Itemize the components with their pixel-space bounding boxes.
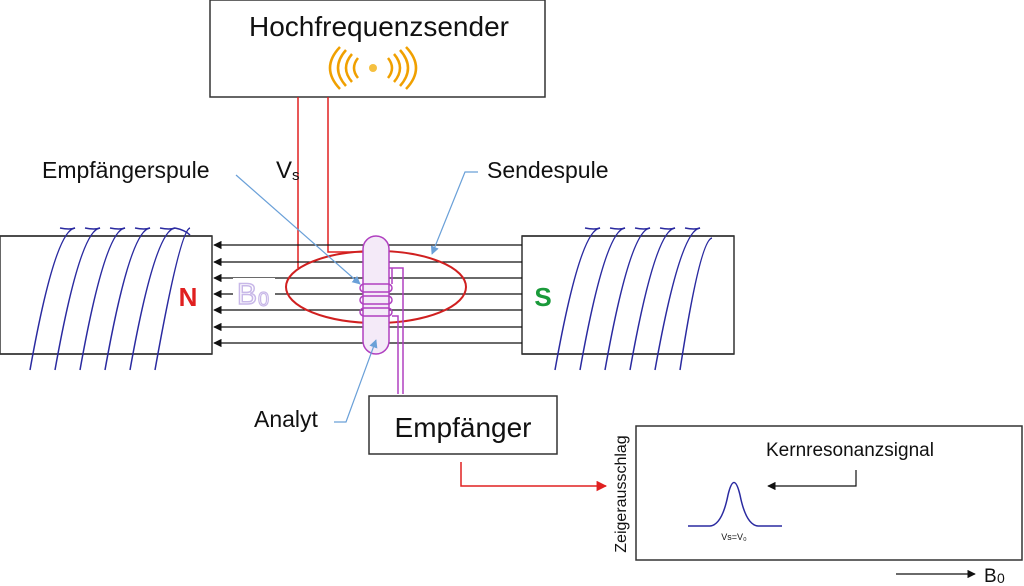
b0-sub: 0 [258, 289, 269, 311]
receiver-coil-pointer [235, 174, 361, 285]
radio-waves-icon [328, 46, 418, 90]
signal-arrow [460, 462, 608, 492]
b0-field-label: B 0 [233, 277, 275, 312]
transmitter-label: Hochfrequenzsender [249, 11, 509, 42]
peak-condition-label: Vs=V₀ [721, 532, 747, 542]
resonance-peak-curve [688, 481, 782, 527]
transmitter-coil-label: Sendespule [487, 157, 609, 183]
pole-north-label: N [179, 282, 198, 312]
b0-axis-sub: 0 [997, 570, 1005, 586]
analyte-pointer [334, 339, 378, 423]
receiver-label: Empfänger [395, 412, 532, 443]
receiver-box: Empfänger [368, 395, 558, 455]
analyte-label: Analyt [254, 406, 319, 432]
pole-south-label: S [534, 282, 551, 312]
transmitter-box: Hochfrequenzsender [209, 0, 546, 98]
receiver-coil-label: Empfängerspule [42, 157, 210, 183]
coil-winding-right [554, 227, 713, 371]
signal-label: Kernresonanzsignal [766, 440, 934, 461]
y-axis-label: Zeigerausschlag [613, 435, 630, 552]
signal-label-pointer [767, 470, 857, 491]
b0-main: B [237, 278, 257, 311]
transmitter-wires [297, 97, 365, 268]
analyte-tube [362, 235, 390, 355]
b0-axis-main: B [984, 566, 997, 586]
vs-sub: s [292, 167, 300, 184]
b0-axis: B 0 [896, 566, 1005, 586]
vs-label: V s [276, 157, 300, 184]
transmitter-coil-pointer [430, 171, 478, 255]
magnet-south: S [521, 227, 735, 371]
receiver-coil [359, 267, 404, 394]
vs-main: V [276, 157, 292, 184]
magnet-north: N [0, 227, 213, 371]
signal-display: Kernresonanzsignal Vs=V₀ Zeigerausschlag [613, 425, 1023, 561]
coil-winding-left [29, 227, 191, 371]
